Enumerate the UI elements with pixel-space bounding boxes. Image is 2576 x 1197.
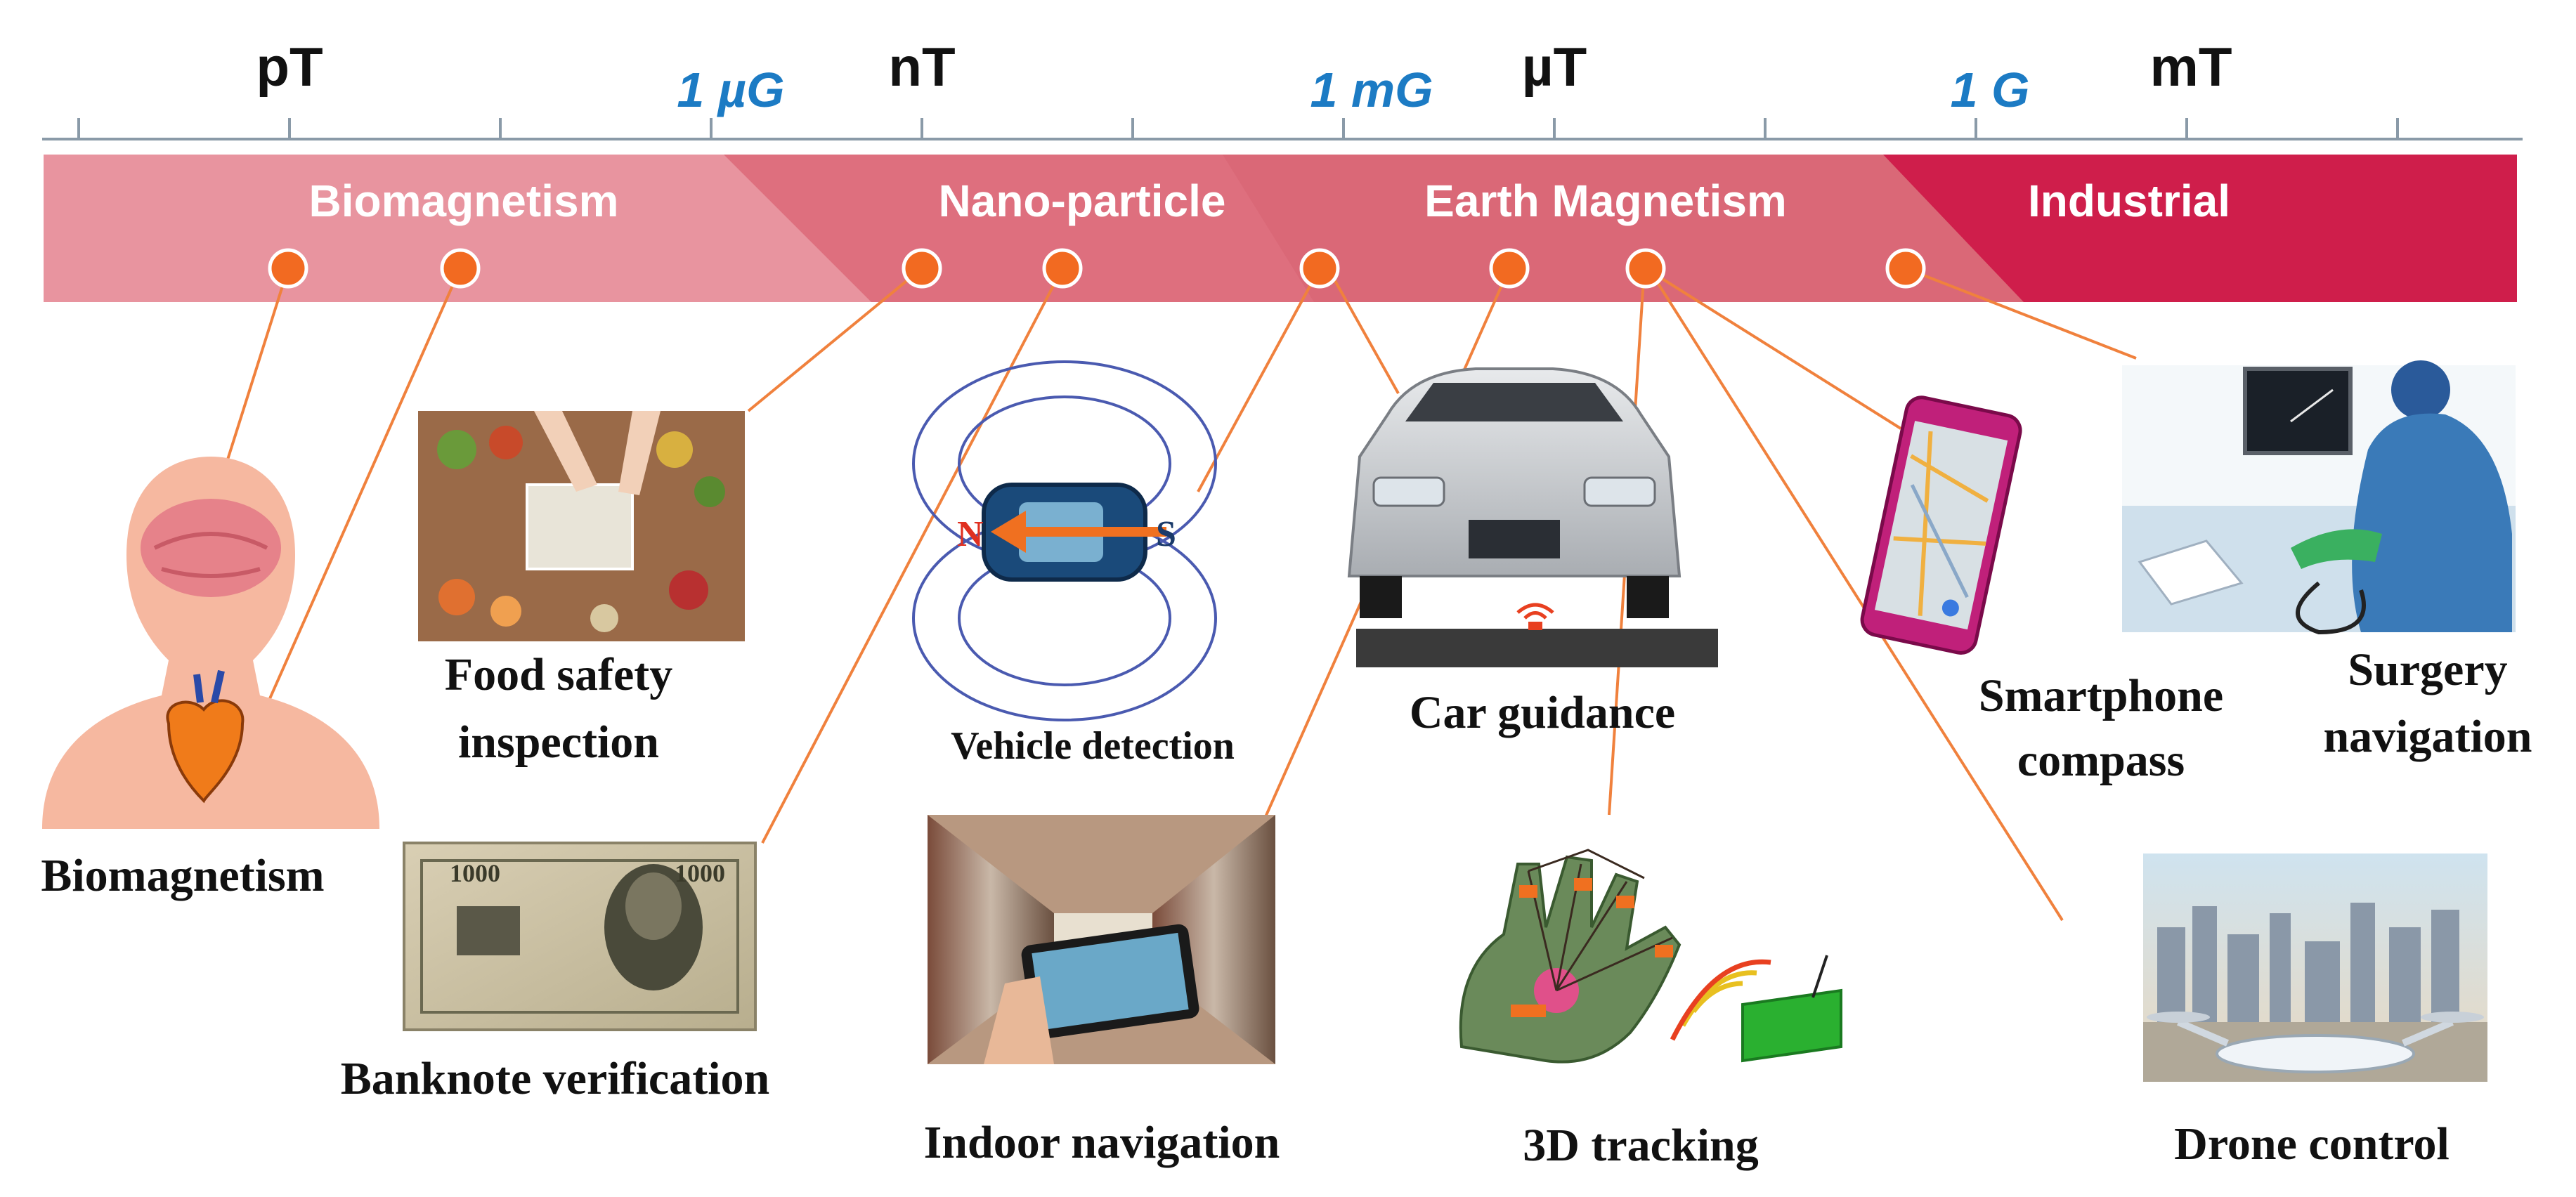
band-label-biomagnetism: Biomagnetism [309,176,619,226]
label-food-line2: inspection [458,717,659,768]
dot-earth-multi [1625,248,1666,289]
dot-food [902,248,942,289]
dot-vehicle [1299,248,1340,289]
heart-icon [166,699,245,804]
brain-icon [141,499,281,597]
drone-photo: Drone control [2143,853,2487,1170]
indoor-photo: Indoor navigation [924,815,1280,1168]
range-bands: Biomagnetism Nano-particle Earth Magneti… [44,155,2517,302]
band-industrial [1883,155,2517,302]
scale-axis: pT nT µT mT 1 µG 1 mG 1 G [42,36,2523,140]
pole-south: S [1156,514,1176,554]
label-surgery-line2: navigation [2323,711,2532,762]
smartphone-icon: Smartphone compass [1860,395,2223,786]
gauss-label-1uG: 1 µG [677,63,784,117]
pole-north: N [957,514,984,554]
vehicle-field-icon: N S Vehicle detection [912,360,1235,768]
label-smartphone-line2: compass [2017,735,2185,786]
dot-surgery [1885,248,1926,289]
gauss-label-1G: 1 G [1951,63,2030,117]
unit-label-nT: nT [888,36,955,98]
food-photo: Food safety inspection [418,411,745,768]
banknote-value-right: 1000 [675,859,725,887]
label-banknote: Banknote verification [341,1053,769,1104]
unit-label-mT: mT [2150,36,2232,98]
banknote-value-left: 1000 [450,859,500,887]
label-car: Car guidance [1410,687,1675,738]
car-photo: Car guidance [1347,367,1718,738]
unit-label-uT: µT [1522,36,1587,98]
sensor-signal-icon [1516,603,1554,620]
label-tracking: 3D tracking [1523,1120,1758,1171]
banknote-photo: 1000 1000 Banknote verification [341,842,769,1104]
label-smartphone-line1: Smartphone [1979,670,2223,721]
dot-biomag-heart [440,248,481,289]
label-biomagnetism: Biomagnetism [41,850,324,901]
glove-icon: 3D tracking [1459,849,1842,1171]
band-label-earth-magnetism: Earth Magnetism [1424,176,1787,226]
gauss-label-1mG: 1 mG [1310,63,1433,117]
axis-ticks [77,118,2399,139]
field-dots [268,248,1926,289]
dot-banknote [1042,248,1083,289]
label-food-line1: Food safety [445,649,672,700]
label-indoor: Indoor navigation [924,1117,1280,1168]
road-strip [1356,629,1718,667]
dot-indoor [1489,248,1530,289]
label-vehicle: Vehicle detection [951,724,1235,768]
dot-biomag-brain [268,248,308,289]
band-label-nano-particle: Nano-particle [939,176,1226,226]
label-drone: Drone control [2174,1118,2450,1170]
label-surgery-line1: Surgery [2348,644,2507,695]
human-body-icon: Biomagnetism [41,457,379,901]
surgery-photo: Surgery navigation [2122,360,2532,762]
band-label-industrial: Industrial [2028,176,2230,226]
unit-label-pT: pT [256,36,323,98]
